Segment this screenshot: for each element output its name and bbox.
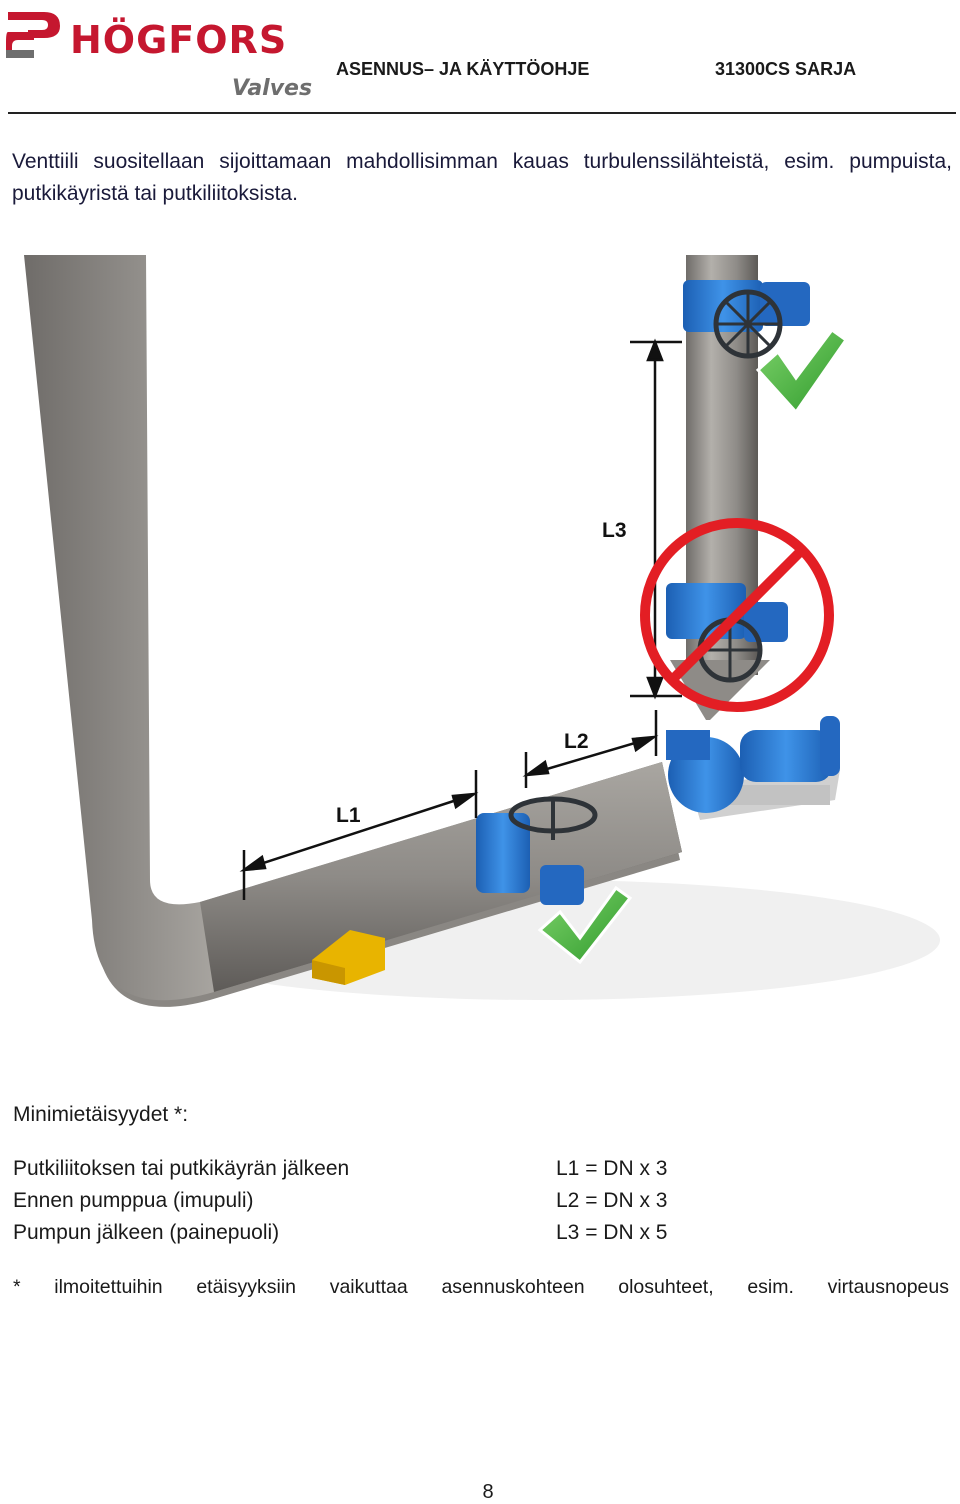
- horizontal-valve: [476, 796, 598, 905]
- installation-diagram: L1 L2 L3: [24, 255, 940, 1007]
- page-number: 8: [482, 1481, 494, 1503]
- label-l1: L1: [336, 804, 361, 827]
- logo-subtitle: Valves: [232, 76, 313, 101]
- logo: HÖGFORS Valves: [4, 4, 312, 104]
- document-title: ASENNUS– JA KÄYTTÖOHJE: [336, 59, 590, 79]
- horizontal-pipe: [200, 762, 682, 992]
- footnote: * ilmoitettuihin etäisyyksiin vaikuttaa …: [13, 1276, 949, 1298]
- dimension-lines: [239, 338, 682, 900]
- top-valve: [683, 280, 810, 359]
- prohibited-icon: [640, 518, 834, 712]
- check-icon: [537, 885, 633, 965]
- series-label: 31300CS SARJA: [715, 59, 857, 79]
- motor: [740, 730, 832, 782]
- pump: [666, 716, 840, 820]
- logo-mark-icon: [6, 12, 60, 58]
- logo-text: HÖGFORS: [70, 18, 288, 62]
- distance-label: Pumpun jälkeen (painepuoli): [13, 1221, 280, 1244]
- distance-value: L1 = DN x 3: [556, 1157, 668, 1180]
- intro-paragraph: Venttiili suositellaan sijoittamaan mahd…: [12, 150, 952, 205]
- distance-label: Putkiliitoksen tai putkikäyrän jälkeen: [13, 1157, 350, 1180]
- distance-value: L2 = DN x 3: [556, 1189, 668, 1212]
- distance-value: L3 = DN x 5: [556, 1221, 668, 1244]
- header-divider: [8, 112, 956, 114]
- min-distances-title: Minimietäisyydet *:: [13, 1103, 189, 1126]
- check-icon: [755, 327, 849, 415]
- label-l2: L2: [564, 730, 589, 753]
- distance-label: Ennen pumppua (imupuli): [13, 1189, 254, 1212]
- label-l3: L3: [602, 519, 627, 542]
